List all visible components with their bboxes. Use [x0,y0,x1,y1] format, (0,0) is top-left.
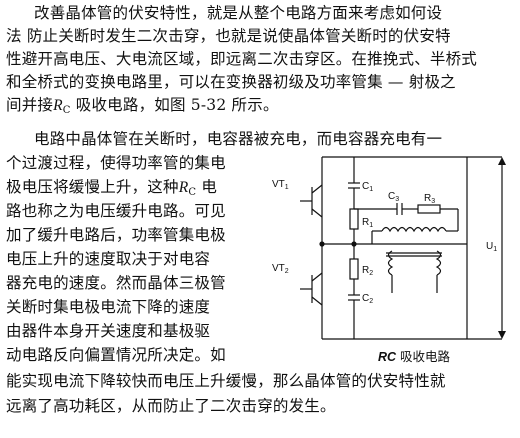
u1-arrow-head-top [498,157,506,165]
paragraph1-line2: 法 防止关断时发生二次击穿，也就是说使晶体管关断时的伏安特 [6,27,451,45]
paragraph2-line11: 能实现电流下降较快而电压上升缓慢，那么晶体管的伏安特性就 [6,372,446,390]
paragraph2-line12: 远离了高功耗区，从而防止了二次击穿的发生。 [6,397,336,415]
figure-caption-text: 吸收电路 [396,349,451,364]
r1-label: R1 [362,217,373,229]
paragraph2-line3-a: 极电压将缓慢上升，这种 [6,178,179,196]
paragraph1-line4: 和全桥式的变换电路里，可以在变换器初级及功率管集 — 射极之 [6,73,456,91]
paragraph1-line5-sub: C [62,105,71,116]
paragraph2-line5: 加了缓升电路后，功率管集电极 [6,226,226,244]
transformer-secondary-left [387,250,394,276]
transformer-secondary-right [435,250,442,276]
paragraph2-line3-b: 电 [196,178,218,196]
paragraph2-line9: 由器件本身开关速度和基极驱 [6,322,211,340]
c2-label: C2 [362,293,373,305]
paragraph1-line1: 改善晶体管的伏安特性，就是从整个电路方面来考虑如何设 [34,4,443,22]
paragraph1-line5-r: R [53,97,63,114]
transformer-primary [381,226,447,233]
paragraph1-line5-b: 吸收电路，如图 5-32 所示。 [70,96,279,114]
u1-arrow-head-bottom [498,331,506,339]
paragraph2-line3: 极电压将缓慢上升，这种RC 电 [6,176,217,204]
figure-caption-rc: RC [378,350,397,364]
vt1-transistor [300,184,323,218]
paragraph2-line1: 电路中晶体管在关断时，电容器被充电，而电容器充电有一 [34,130,443,148]
vt2-label: VT2 [272,263,289,275]
figure-caption: RC 吸收电路 [378,346,450,365]
paragraph1-line5: 间并接RC 吸收电路，如图 5-32 所示。 [6,94,279,122]
r3-label: R3 [424,193,435,205]
paragraph2-line6: 电压上升的速度取决于对电容 [6,250,211,268]
r3-resistor [417,204,441,214]
paragraph2-line4: 路也称之为电压缓升电路。可见 [6,202,226,220]
u1-label: U1 [486,241,497,253]
r2-label: R2 [362,265,373,277]
vt2-transistor [300,272,323,306]
rc-snubber-circuit-diagram: VT1 VT2 C1 R1 R2 C2 C3 R3 U1 [272,156,506,340]
vt1-label: VT1 [272,179,289,191]
paragraph2-line8: 关断时集电极电流下降的速度 [6,298,211,316]
c1-label: C1 [362,181,373,193]
paragraph2-line7: 器充电的速度。然而晶体三极管 [6,274,226,292]
paragraph1-line5-a: 间并接 [6,96,54,114]
paragraph2-line3-sub: C [188,187,197,198]
r2-resistor [349,258,359,280]
paragraph1-line3: 性避开高电压、大电流区域，即远离二次击穿区。在推挽式、半桥式 [6,50,478,68]
r1-resistor [349,208,359,230]
paragraph2-line2: 个过渡过程，使得功率管的集电 [6,154,226,172]
paragraph2-line3-r: R [178,179,189,196]
paragraph2-line10: 动电路反向偏置情况所决定。如 [6,346,226,364]
c3-label: C3 [388,191,399,203]
